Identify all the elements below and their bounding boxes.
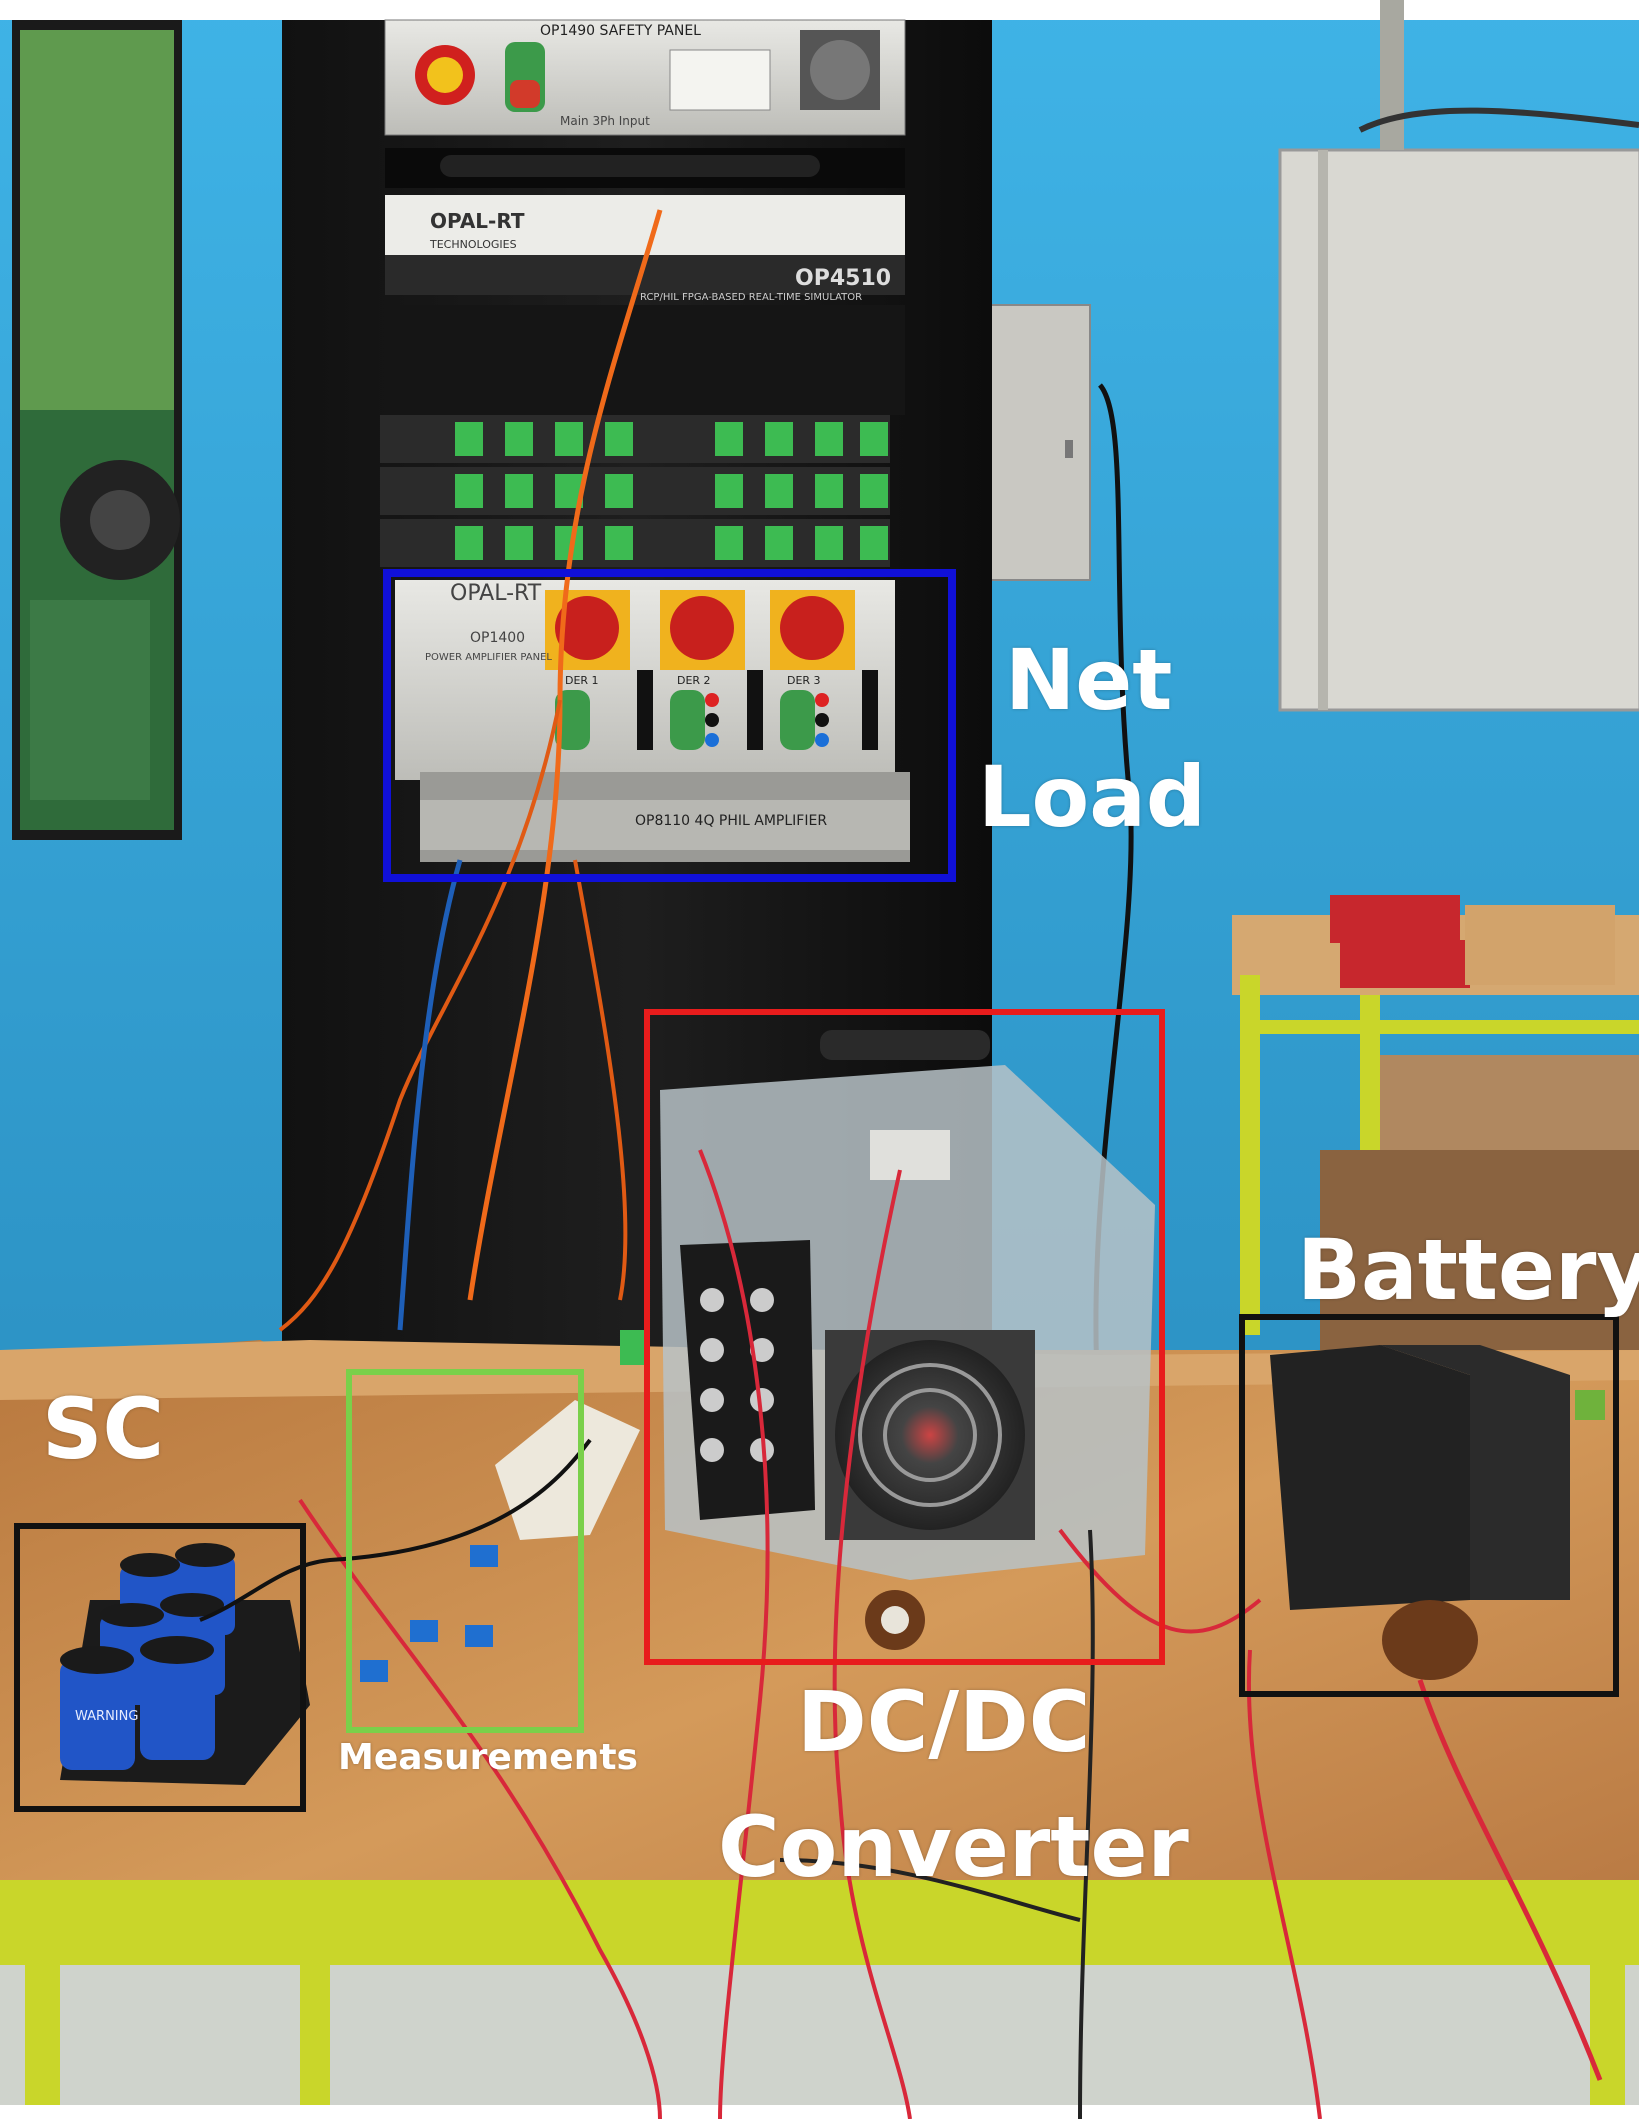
main-input-text: Main 3Ph Input: [560, 114, 650, 128]
amplifier-text: OP8110 4Q PHIL AMPLIFIER: [635, 813, 827, 829]
sc-label: SC: [42, 1380, 165, 1478]
der1-text: DER 1: [565, 674, 599, 687]
simulator-model-text: OP4510: [795, 266, 891, 291]
safety-panel-text: OP1490 SAFETY PANEL: [540, 23, 701, 39]
electrical-enclosure: [984, 304, 1134, 1421]
wiring: [199, 209, 1603, 2120]
battery-pack: [1270, 1345, 1605, 1680]
technologies-text: TECHNOLOGIES: [429, 238, 517, 251]
measurements-label: Measurements: [338, 1737, 638, 1778]
measurements-highlight-box: [346, 1369, 584, 1733]
dcdc-label-line2: Converter: [718, 1798, 1189, 1896]
meter-box: [1330, 895, 1460, 943]
der2-text: DER 2: [677, 674, 711, 687]
der3-text: DER 3: [787, 674, 821, 687]
net-load-highlight-box: [383, 569, 956, 882]
battery-label: Battery: [1297, 1221, 1639, 1319]
meter-box: [1340, 940, 1470, 988]
dcdc-converter-highlight-box: [644, 1009, 1165, 1665]
wall-cabinet: [1278, 0, 1639, 712]
wall-poster: [12, 20, 182, 840]
simulator-desc-text: RCP/HIL FPGA-BASED REAL-TIME SIMULATOR: [640, 292, 862, 303]
capacitor-warning-text: WARNING: [75, 1709, 138, 1724]
dcdc-converter-unit: [660, 1030, 1155, 1650]
net-load-label-line1: Net: [1005, 631, 1173, 729]
dcdc-label-line1: DC/DC: [797, 1673, 1091, 1771]
sc-highlight-box: [14, 1523, 306, 1812]
power-panel-logo-text: OPAL-RT: [450, 581, 542, 606]
power-panel-desc-text: POWER AMPLIFIER PANEL: [425, 652, 552, 663]
battery-highlight-box: [1239, 1314, 1619, 1697]
power-panel-model-text: OP1400: [470, 630, 525, 646]
supercapacitor-bank: WARNING: [60, 1543, 310, 1785]
net-load-label-line2: Load: [978, 748, 1207, 846]
opal-rt-logo-text: OPAL-RT: [430, 209, 525, 233]
